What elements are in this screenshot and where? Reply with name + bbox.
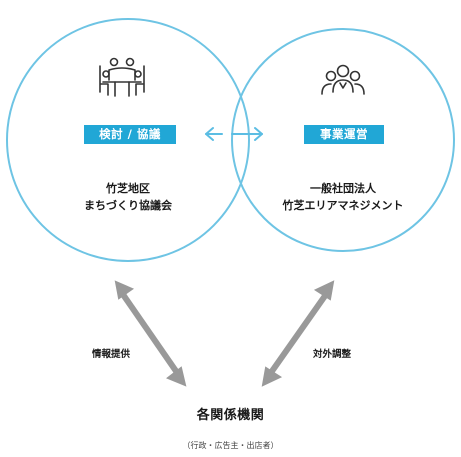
right-circle [231, 28, 455, 252]
left-org-name: 竹芝地区 まちづくり協議会 [38, 180, 218, 214]
left-org-line1: 竹芝地区 [106, 182, 150, 195]
left-org-line2: まちづくり協議会 [84, 199, 172, 212]
meeting-table-icon [99, 57, 145, 97]
related-organizations-subtitle: （行政・広告主・出店者） [182, 441, 279, 450]
right-org-name: 一般社団法人 竹芝エリアマネジメント [253, 180, 433, 214]
team-people-icon [321, 64, 365, 95]
right-role-badge: 事業運営 [304, 125, 384, 144]
flow-label-right: 対外調整 [313, 349, 352, 360]
right-org-line2: 竹芝エリアマネジメント [282, 199, 404, 212]
related-organizations-title: 各関係機関 [196, 408, 265, 423]
info-provision-arrow [114, 280, 187, 387]
left-role-badge: 検討 / 協議 [84, 125, 176, 144]
external-coordination-arrow [261, 280, 335, 387]
flow-label-left: 情報提供 [92, 349, 131, 360]
left-circle [6, 18, 250, 262]
right-org-line1: 一般社団法人 [310, 182, 376, 195]
mutual-arrow [205, 127, 263, 141]
